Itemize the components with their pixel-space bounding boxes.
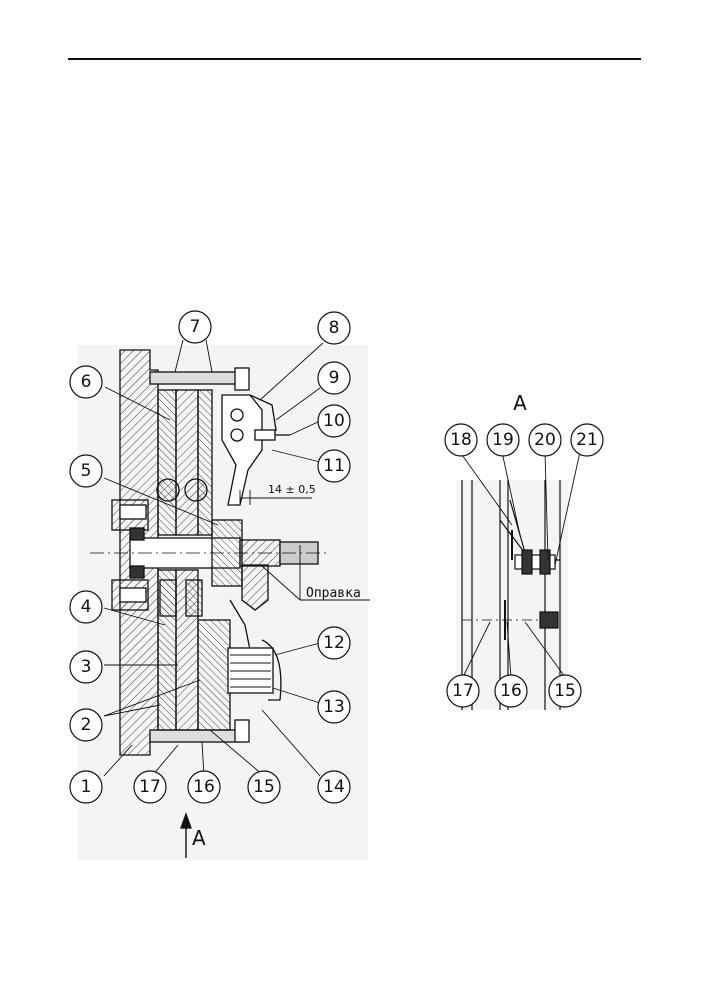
- callout-11: 11: [323, 456, 345, 476]
- callout-15: 15: [253, 777, 275, 797]
- callout-6: 6: [81, 372, 92, 392]
- callout-15b-circle: [548, 674, 582, 708]
- callout-12-circle: [317, 626, 351, 660]
- callout-21: 21: [576, 430, 598, 450]
- callout-2-circle: [69, 708, 103, 742]
- callout-16b: 16: [500, 681, 522, 701]
- callout-8-circle: [317, 311, 351, 345]
- view-arrow-label: A: [192, 826, 206, 850]
- callout-17-circle: [133, 770, 167, 804]
- callout-5-circle: [69, 454, 103, 488]
- callout-17b: 17: [452, 681, 474, 701]
- dimension-label: 14 ± 0,5: [268, 483, 316, 496]
- callout-7-circle: [178, 310, 212, 344]
- callout-17b-circle: [446, 674, 480, 708]
- header-rule: [68, 58, 641, 60]
- callout-1: 1: [81, 777, 92, 797]
- callout-4-circle: [69, 590, 103, 624]
- callout-20: 20: [534, 430, 556, 450]
- callout-18-circle: [444, 423, 478, 457]
- callout-6-circle: [69, 365, 103, 399]
- mandrel-label: Оправка: [306, 586, 361, 601]
- callout-9-circle: [317, 361, 351, 395]
- callout-3: 3: [81, 657, 92, 677]
- callout-20-circle: [528, 423, 562, 457]
- callout-15-circle: [247, 770, 281, 804]
- callout-18: 18: [450, 430, 472, 450]
- callout-12: 12: [323, 633, 345, 653]
- view-a-title: A: [513, 391, 527, 415]
- callout-4: 4: [81, 597, 92, 617]
- callout-13-circle: [317, 690, 351, 724]
- main-leaders: [103, 339, 324, 777]
- view-a-leaders: [459, 451, 581, 678]
- callout-16-circle: [187, 770, 221, 804]
- main-section-view: [78, 345, 370, 860]
- callout-9: 9: [329, 368, 340, 388]
- callout-14: 14: [323, 777, 345, 797]
- callout-13: 13: [323, 697, 345, 717]
- callout-15b: 15: [554, 681, 576, 701]
- callout-19: 19: [492, 430, 514, 450]
- callout-16b-circle: [494, 674, 528, 708]
- callout-16: 16: [193, 777, 215, 797]
- callout-11-circle: [317, 449, 351, 483]
- callout-17: 17: [139, 777, 161, 797]
- callout-7: 7: [190, 317, 201, 337]
- callout-8: 8: [329, 318, 340, 338]
- view-a-detail: [456, 480, 568, 710]
- callout-19-circle: [486, 423, 520, 457]
- callout-5: 5: [81, 461, 92, 481]
- callout-1-circle: [69, 770, 103, 804]
- callout-10-circle: [317, 404, 351, 438]
- callout-3-circle: [69, 650, 103, 684]
- callout-14-circle: [317, 770, 351, 804]
- callout-21-circle: [570, 423, 604, 457]
- callout-10: 10: [323, 411, 345, 431]
- callout-2: 2: [81, 715, 92, 735]
